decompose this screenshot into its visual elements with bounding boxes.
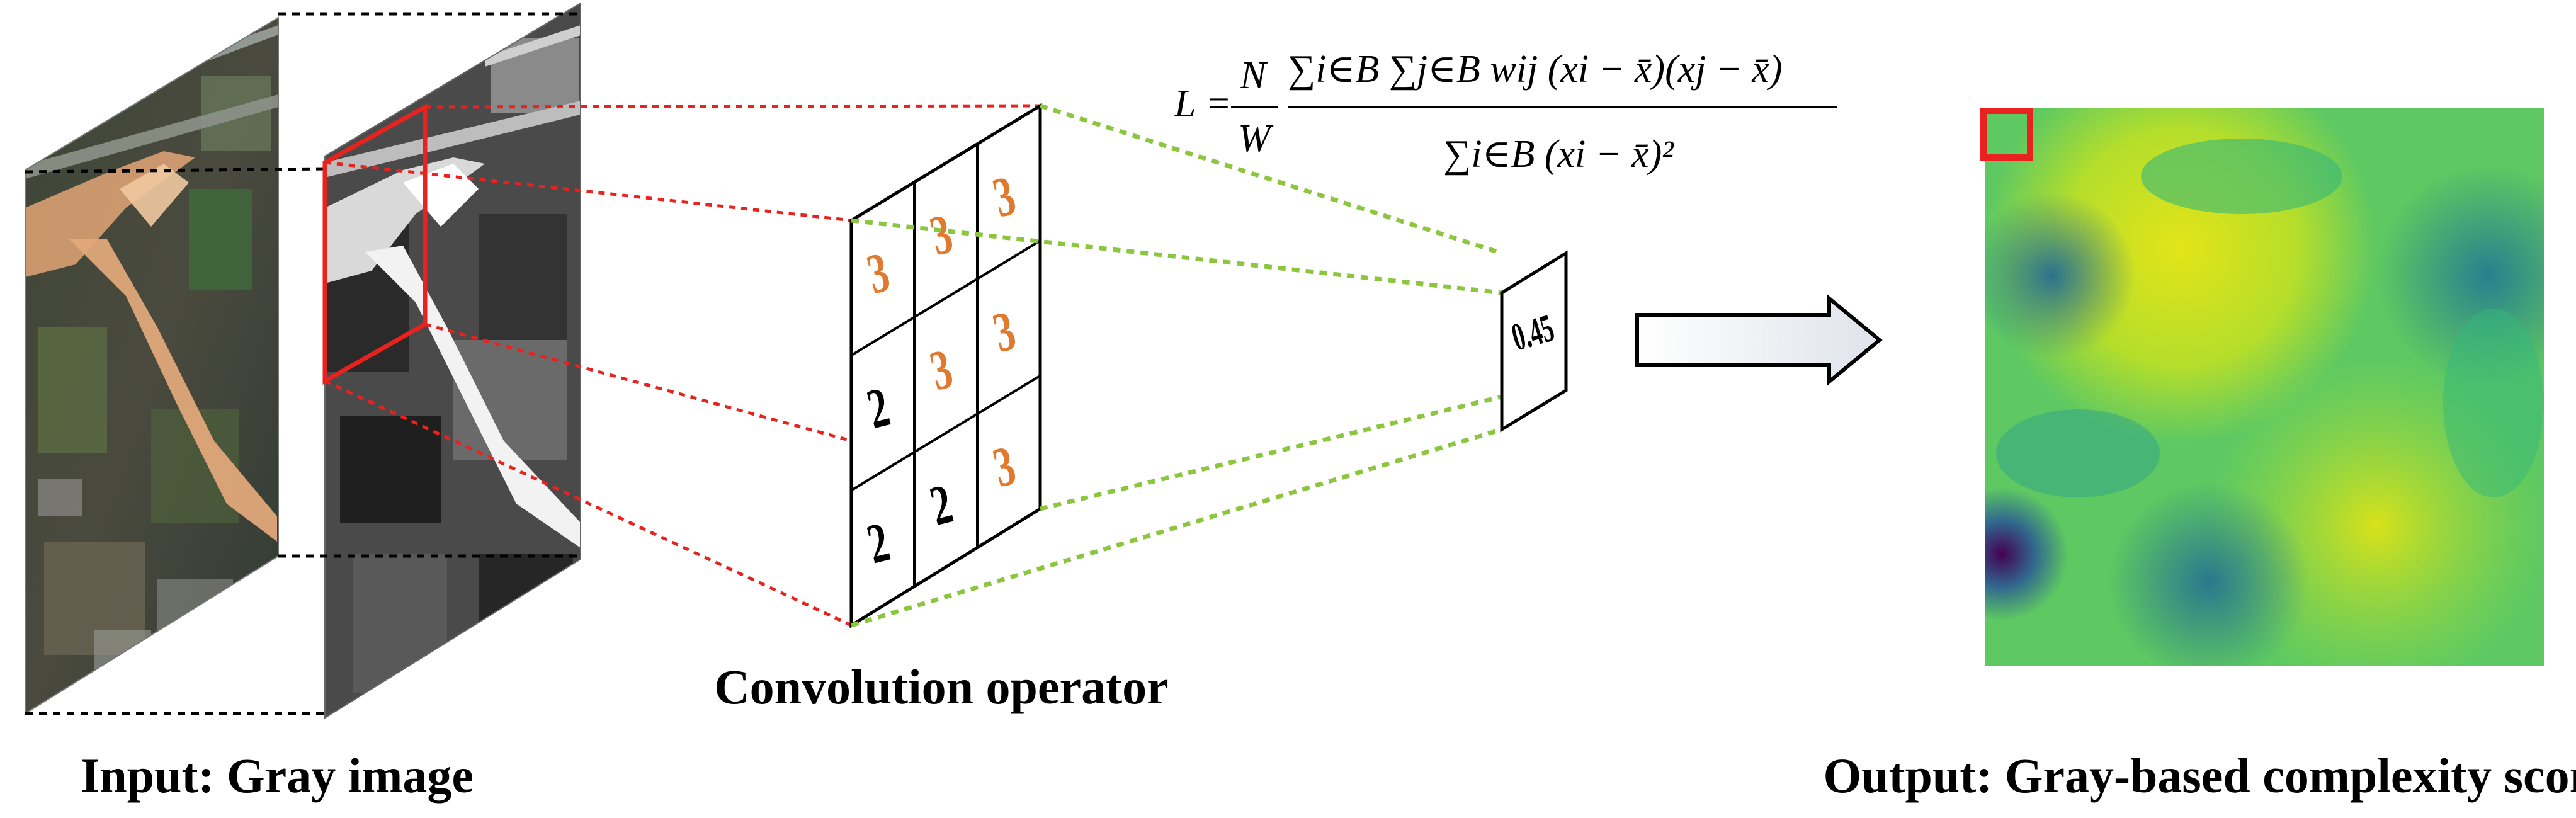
input-label: Input: Gray image [81,748,474,803]
formula-main-numerator: ∑i∈B ∑j∈B wij (xi − x̄)(xj − x̄) [1288,48,1782,91]
formula-fraction-numerator-n: N [1239,54,1268,97]
formula: L = N W ∑i∈B ∑j∈B wij (xi − x̄)(xj − x̄)… [1174,48,1837,176]
result-cell: 0.45 [1500,250,1568,433]
black-dashed-connectors [25,12,581,715]
kernel-grid-horizontal [850,374,1041,492]
convolution-label: Convolution operator [714,659,1169,714]
kernel-grid-horizontal [850,239,1041,357]
red-projection-lines [324,104,1041,627]
input-color-image [25,16,279,715]
kernel-grid-lines [850,144,1041,588]
green-projection-lines [850,103,1503,628]
formula-lhs: L = [1174,82,1232,125]
formula-main-denominator: ∑i∈B (xi − x̄)² [1443,133,1674,176]
output-label: Output: Gray-based complexity score [1824,748,2576,803]
heatmap-highlight-box [1980,108,2033,161]
right-arrow [1635,294,1883,386]
input-gray-image [324,2,581,719]
output-heatmap [1980,108,2544,666]
formula-fraction-denominator-w: W [1238,117,1274,160]
